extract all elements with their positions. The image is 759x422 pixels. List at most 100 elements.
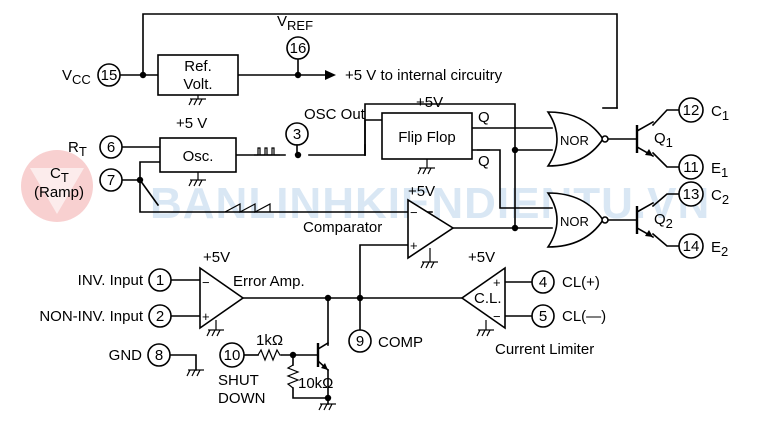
nor2-label: NOR <box>560 214 589 229</box>
pin-5-label: CL(—) <box>562 308 606 325</box>
pin-14: 14 E2 <box>678 233 728 259</box>
current-limiter-block: + − C.L. <box>460 266 506 330</box>
flip-flop-label: Flip Flop <box>398 129 456 146</box>
pin-4-label: CL(+) <box>562 274 600 291</box>
svg-text:3: 3 <box>293 126 301 143</box>
svg-text:13: 13 <box>683 186 700 203</box>
ff-supply-label: +5V <box>416 94 443 111</box>
junctions <box>136 71 519 402</box>
comp-supply-label: +5V <box>408 183 435 200</box>
comparator-block: − + <box>407 198 455 260</box>
pin-8-label: GND <box>109 347 143 364</box>
svg-text:5: 5 <box>539 308 547 325</box>
svg-text:7: 7 <box>107 172 115 189</box>
pin-13-label: C2 <box>711 187 729 207</box>
pin-3: 3 OSC Out <box>285 106 366 146</box>
pin-3-label: OSC Out <box>304 106 366 123</box>
pulse-waveform-icon <box>254 147 280 156</box>
pin-12: 12 C1 <box>678 97 729 123</box>
ground-icon <box>476 320 494 337</box>
oscillator-block: Osc. <box>159 137 237 173</box>
ea-supply-label: +5V <box>203 249 230 266</box>
pin-2-label: NON-INV. Input <box>39 308 143 325</box>
cl-plus: + <box>493 275 501 290</box>
current-limiter-label: Current Limiter <box>495 341 594 358</box>
comparator-minus: − <box>410 205 418 220</box>
nor-gate-1: NOR <box>546 111 609 167</box>
pin-9-label: COMP <box>378 334 423 351</box>
pin-16-label: VREF <box>277 13 313 33</box>
svg-text:11: 11 <box>683 159 699 176</box>
osc-supply-label: +5 V <box>176 115 207 132</box>
pin-4: 4 CL(+) <box>531 270 600 294</box>
pin-11: 11 E1 <box>678 154 728 180</box>
pin-1-label: INV. Input <box>78 272 144 289</box>
nor-gate-2: NOR <box>546 192 609 248</box>
pin-10-label-1: SHUT <box>218 372 259 389</box>
ea-plus: + <box>202 309 210 324</box>
internal-circuitry-label: +5 V to internal circuitry <box>345 67 503 84</box>
cl-minus: − <box>493 309 501 324</box>
pin-10: 10 SHUT DOWN <box>218 342 266 407</box>
cl-supply-label: +5V <box>468 249 495 266</box>
flip-flop-block: Flip Flop Q Q <box>381 109 490 170</box>
ground-icon <box>206 320 224 337</box>
comparator-label: Comparator <box>303 219 382 236</box>
shutdown-transistor <box>316 341 330 372</box>
r10k-label: 10kΩ <box>298 375 333 392</box>
ground-icon <box>318 403 336 411</box>
ground-icons <box>186 95 494 411</box>
resistor-10k <box>286 364 300 389</box>
svg-text:4: 4 <box>539 274 547 291</box>
pin-13: 13 C2 <box>678 181 729 207</box>
svg-text:8: 8 <box>155 347 163 364</box>
r1k-label: 1kΩ <box>256 332 283 349</box>
pin-7-ramp-label: (Ramp) <box>34 184 84 201</box>
pin-7: 7 CT (Ramp) <box>34 165 123 201</box>
arrow-icon <box>325 70 336 80</box>
ground-icon <box>420 248 438 269</box>
resistor-1k <box>257 348 282 362</box>
svg-text:2: 2 <box>156 308 164 325</box>
pin-5: 5 CL(—) <box>531 304 606 328</box>
svg-text:1: 1 <box>156 272 164 289</box>
svg-text:6: 6 <box>107 139 115 156</box>
pin-11-label: E1 <box>711 160 728 180</box>
wiring <box>119 13 680 405</box>
svg-text:14: 14 <box>683 238 700 255</box>
svg-text:9: 9 <box>356 333 364 350</box>
pin-14-label: E2 <box>711 239 728 259</box>
watermark-logo-icon <box>21 150 93 222</box>
pin-8: 8 GND <box>109 343 171 367</box>
ground-icon <box>188 172 206 187</box>
ff-qbar-label: Q <box>478 153 490 170</box>
pin-2: 2 NON-INV. Input <box>39 304 172 328</box>
ref-volt-label-1: Ref. <box>184 58 212 75</box>
pin-12-label: C1 <box>711 103 729 123</box>
pin-9: 9 COMP <box>348 329 423 353</box>
transistor-q2: Q2 <box>635 201 673 239</box>
pin-16: 16 VREF <box>277 13 313 60</box>
pin-15: 15 VCC <box>62 63 121 87</box>
error-amp-block: − + <box>199 266 245 330</box>
q1-label: Q1 <box>654 130 673 150</box>
svg-text:10: 10 <box>224 347 241 364</box>
nor1-label: NOR <box>560 133 589 148</box>
svg-text:16: 16 <box>290 40 307 57</box>
pin-7-label: CT <box>50 165 69 185</box>
q2-label: Q2 <box>654 211 673 231</box>
ref-volt-block: Ref. Volt. <box>157 54 239 96</box>
svg-text:12: 12 <box>683 102 700 119</box>
pin-15-label: VCC <box>62 67 91 87</box>
ff-q-label: Q <box>478 109 490 126</box>
ref-volt-label-2: Volt. <box>183 76 212 93</box>
ground-icon <box>186 369 204 377</box>
ea-minus: − <box>202 275 210 290</box>
transistor-q1: Q1 <box>635 120 673 158</box>
error-amp-label: Error Amp. <box>233 273 305 290</box>
comparator-plus: + <box>410 238 418 253</box>
pin-1: 1 INV. Input <box>78 268 172 292</box>
pin-10-label-2: DOWN <box>218 390 266 407</box>
watermark: BANLINHKIENDIENTU.VN <box>21 150 709 228</box>
